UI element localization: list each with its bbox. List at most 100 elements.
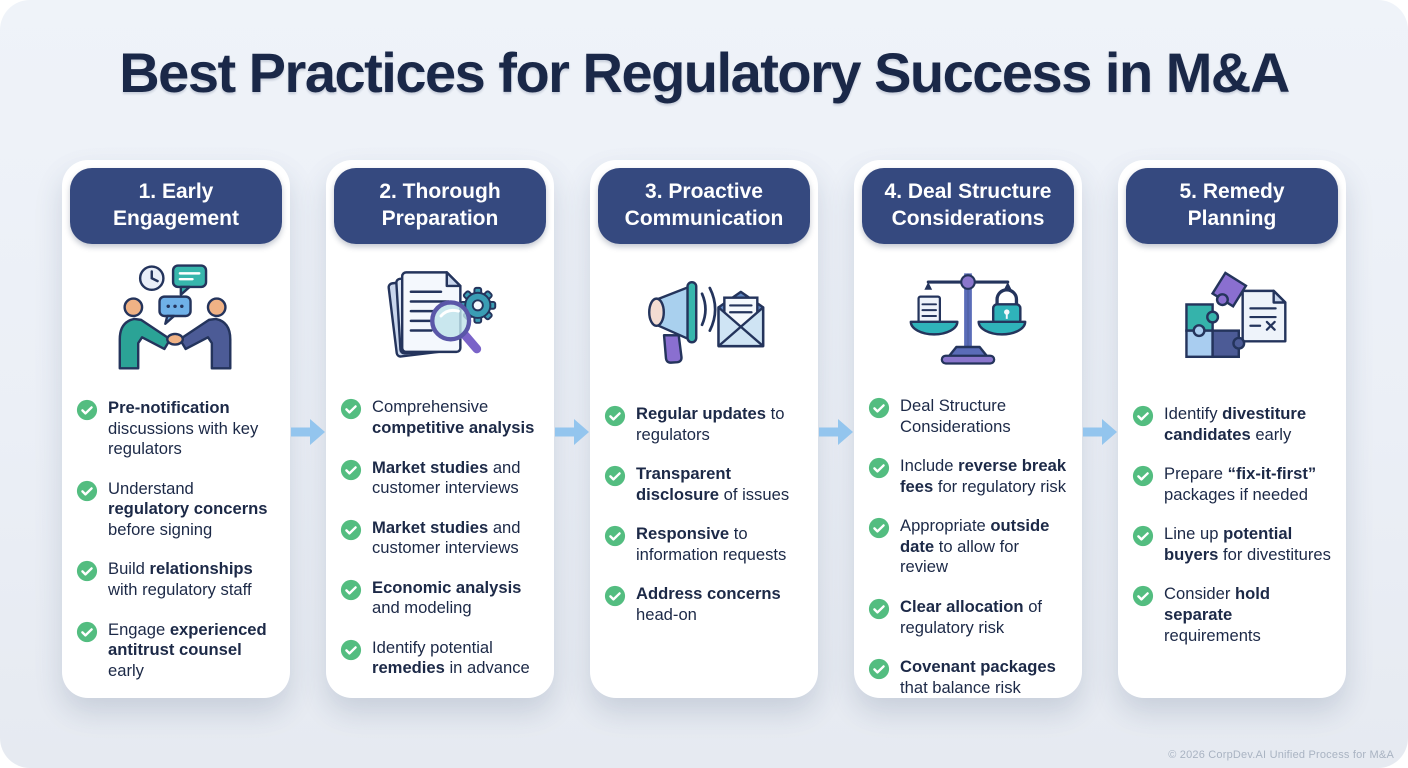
arrow-right-icon <box>555 419 589 445</box>
card-header-label: 4. Deal Structure Considerations <box>884 180 1052 230</box>
arrow-right-icon <box>819 419 853 445</box>
check-icon <box>1132 585 1154 607</box>
checklist: Pre-notification discussions with key re… <box>62 372 290 700</box>
check-icon <box>868 658 890 680</box>
checklist-item: Address concerns head-on <box>604 584 804 625</box>
balance-scale-lock-icon <box>854 260 1082 370</box>
practice-card-proactive-communication: 3. Proactive Communication Regular updat… <box>590 160 818 698</box>
practice-card-thorough-preparation: 2. Thorough Preparation <box>326 160 554 698</box>
checklist-item: Deal Structure Considerations <box>868 396 1068 437</box>
checklist-item: Identify potential remedies in advance <box>340 638 540 679</box>
check-icon <box>1132 405 1154 427</box>
checklist-item: Build relationships with regulatory staf… <box>76 559 276 600</box>
checklist-item-text: Pre-notification discussions with key re… <box>108 398 259 459</box>
checklist-item: Line up potential buyers for divestiture… <box>1132 524 1332 565</box>
page-title: Best Practices for Regulatory Success in… <box>119 41 1290 104</box>
check-icon <box>868 517 890 539</box>
card-header-label: 5. Remedy Planning <box>1179 180 1285 230</box>
card-header-pill: 2. Thorough Preparation <box>334 168 546 244</box>
handshake-discussion-icon <box>62 260 290 372</box>
checklist-item: Clear allocation of regulatory risk <box>868 597 1068 638</box>
checklist-item-text: Identify potential remedies in advance <box>372 637 530 678</box>
check-icon <box>76 621 98 643</box>
card-header-pill: 4. Deal Structure Considerations <box>862 168 1074 244</box>
check-icon <box>1132 525 1154 547</box>
checklist-item: Prepare “fix-it-first” packages if neede… <box>1132 464 1332 505</box>
copyright-footer: © 2026 CorpDev.AI Unified Process for M&… <box>1168 749 1394 761</box>
check-icon <box>340 398 362 420</box>
card-header-pill: 5. Remedy Planning <box>1126 168 1338 244</box>
checklist-item-text: Build relationships with regulatory staf… <box>108 559 253 599</box>
flow-arrow-gap <box>554 160 590 698</box>
checklist-item: Transparent disclosure of issues <box>604 464 804 505</box>
checklist-item: Market studies and customer interviews <box>340 458 540 499</box>
checklist-item: Comprehensive competitive analysis <box>340 397 540 438</box>
check-icon <box>340 519 362 541</box>
checklist-item-text: Transparent disclosure of issues <box>636 464 790 504</box>
check-icon <box>604 525 626 547</box>
checklist-item-text: Market studies and customer interviews <box>372 517 521 558</box>
checklist-item-text: Line up potential buyers for divestiture… <box>1164 524 1331 564</box>
checklist-item: Regular updates to regulators <box>604 404 804 445</box>
megaphone-envelope-icon <box>590 260 818 378</box>
arrow-right-icon <box>1083 419 1117 445</box>
checklist-item-text: Understand regulatory concerns before si… <box>108 478 268 539</box>
practice-card-remedy-planning: 5. Remedy Planning Identify divestiture … <box>1118 160 1346 698</box>
checklist-item-text: Responsive to information requests <box>636 524 787 564</box>
flow-arrow-gap <box>1082 160 1118 698</box>
card-header-label: 2. Thorough Preparation <box>379 180 501 230</box>
check-icon <box>76 480 98 502</box>
flow-arrow-gap <box>818 160 854 698</box>
card-header-label: 3. Proactive Communication <box>624 180 784 230</box>
checklist-item-text: Economic analysis and modeling <box>372 577 522 618</box>
check-icon <box>340 459 362 481</box>
checklist-item: Engage experienced antitrust counsel ear… <box>76 620 276 682</box>
checklist-item-text: Identify divestiture candidates early <box>1164 404 1307 444</box>
check-icon <box>76 399 98 421</box>
checklist-item-text: Covenant packages that balance risk <box>900 657 1056 697</box>
checklist-item-text: Appropriate outside date to allow for re… <box>900 516 1050 577</box>
check-icon <box>604 405 626 427</box>
practice-card-early-engagement: 1. Early Engagement Pre-notification dis… <box>62 160 290 698</box>
checklist-item-text: Deal Structure Considerations <box>900 396 1011 436</box>
checklist-item: Economic analysis and modeling <box>340 578 540 619</box>
check-icon <box>604 585 626 607</box>
card-header-pill: 1. Early Engagement <box>70 168 282 244</box>
checklist-item: Appropriate outside date to allow for re… <box>868 516 1068 578</box>
checklist-item-text: Address concerns head-on <box>636 584 781 624</box>
checklist-item: Understand regulatory concerns before si… <box>76 479 276 541</box>
check-icon <box>604 465 626 487</box>
checklist-item: Market studies and customer interviews <box>340 518 540 559</box>
documents-magnifier-gear-icon <box>326 260 554 371</box>
check-icon <box>1132 465 1154 487</box>
checklist-item-text: Engage experienced antitrust counsel ear… <box>108 619 267 680</box>
check-icon <box>868 397 890 419</box>
checklist-item: Covenant packages that balance risk <box>868 657 1068 698</box>
checklist-item: Include reverse break fees for regulator… <box>868 456 1068 497</box>
check-icon <box>340 579 362 601</box>
checklist-item: Pre-notification discussions with key re… <box>76 398 276 460</box>
checklist-item: Responsive to information requests <box>604 524 804 565</box>
card-header-label: 1. Early Engagement <box>112 180 240 230</box>
check-icon <box>868 457 890 479</box>
flow-arrow-gap <box>290 160 326 698</box>
checklist-item-text: Include reverse break fees for regulator… <box>900 456 1067 496</box>
checklist-item-text: Comprehensive competitive analysis <box>372 397 535 437</box>
checklist-item: Consider hold separate requirements <box>1132 584 1332 646</box>
check-icon <box>868 598 890 620</box>
checklist-item-text: Regular updates to regulators <box>636 404 785 444</box>
practice-card-deal-structure-considerations: 4. Deal Structure Considerations Deal St… <box>854 160 1082 698</box>
check-icon <box>340 639 362 661</box>
checklist-item-text: Consider hold separate requirements <box>1164 584 1271 645</box>
checklist-item-text: Clear allocation of regulatory risk <box>900 596 1043 637</box>
card-header-pill: 3. Proactive Communication <box>598 168 810 244</box>
checklist-item: Identify divestiture candidates early <box>1132 404 1332 445</box>
checklist-item-text: Prepare “fix-it-first” packages if neede… <box>1164 464 1317 504</box>
arrow-right-icon <box>291 419 325 445</box>
columns-row: 1. Early Engagement Pre-notification dis… <box>62 160 1346 698</box>
